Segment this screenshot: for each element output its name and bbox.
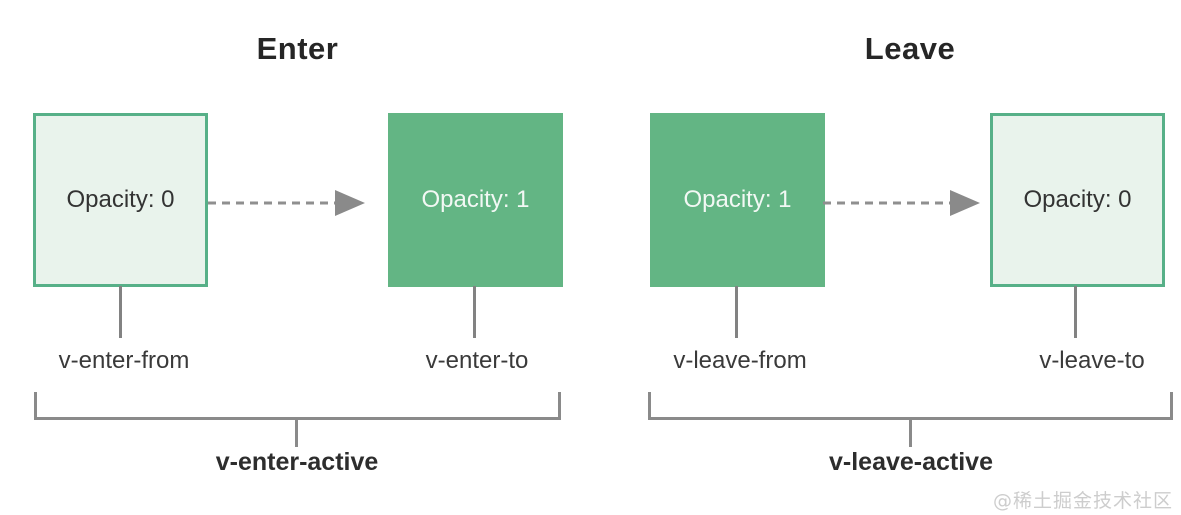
enter-section: Enter Opacity: 0 Opacity: 1 v-enter-from… [33, 0, 563, 515]
leave-active-class-label: v-leave-active [828, 448, 994, 476]
enter-to-connector-line [473, 286, 476, 338]
leave-from-box-label: Opacity: 1 [683, 186, 792, 213]
enter-active-bracket-stem [295, 419, 298, 447]
leave-from-connector-line [735, 286, 738, 338]
leave-to-connector-line [1074, 286, 1077, 338]
enter-to-box: Opacity: 1 [388, 113, 563, 287]
juejin-watermark: @稀土掘金技术社区 [992, 490, 1173, 512]
enter-title: Enter [256, 31, 339, 66]
leave-from-box: Opacity: 1 [650, 113, 825, 287]
leave-to-box-label: Opacity: 0 [1023, 186, 1132, 213]
enter-to-box-label: Opacity: 1 [421, 186, 530, 213]
enter-transition-arrow-icon [208, 190, 365, 216]
leave-active-bracket [648, 392, 1173, 420]
leave-section: Leave Opacity: 1 Opacity: 0 v-leave-from… [647, 0, 1173, 515]
leave-transition-arrow-icon [823, 190, 980, 216]
enter-from-class-label: v-enter-from [58, 347, 190, 374]
leave-from-class-label: v-leave-from [673, 347, 807, 374]
enter-from-box: Opacity: 0 [33, 113, 208, 287]
enter-from-connector-line [119, 286, 122, 338]
enter-active-bracket [34, 392, 561, 420]
enter-from-box-label: Opacity: 0 [66, 186, 175, 213]
leave-to-box: Opacity: 0 [990, 113, 1165, 287]
leave-to-class-label: v-leave-to [1039, 347, 1145, 374]
leave-title: Leave [864, 31, 956, 66]
leave-active-bracket-stem [909, 419, 912, 447]
enter-active-class-label: v-enter-active [215, 448, 379, 476]
enter-to-class-label: v-enter-to [425, 347, 529, 374]
